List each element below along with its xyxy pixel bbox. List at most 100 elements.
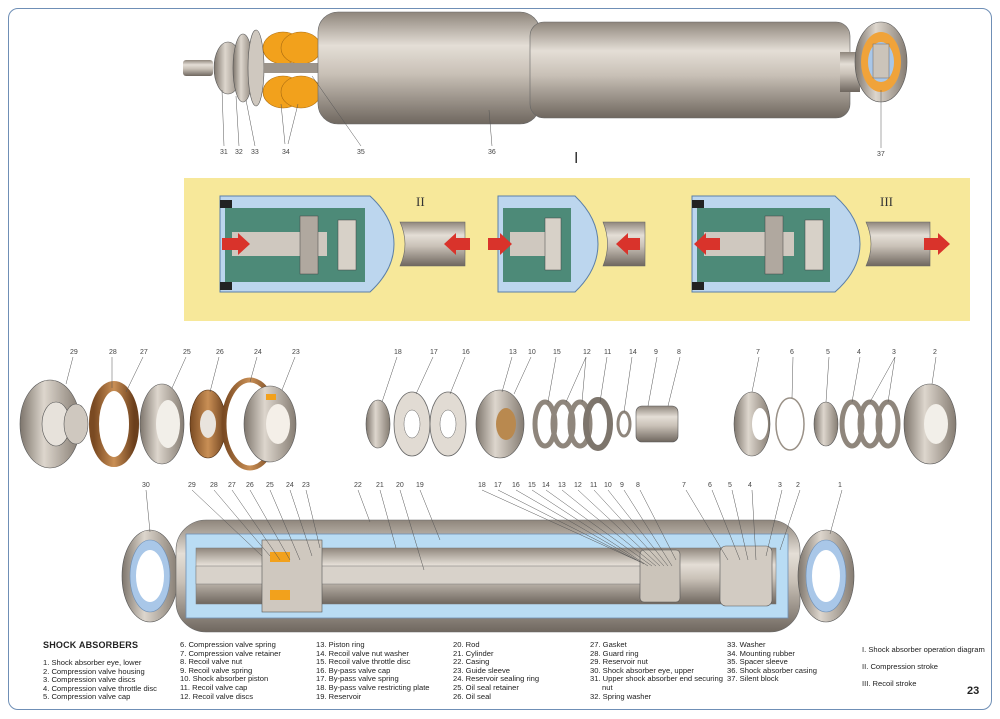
callout-25: 25 <box>183 349 191 356</box>
legend-item: 29. Reservoir nut <box>590 657 648 667</box>
legend-item: 37. Silent block <box>727 674 779 684</box>
callout-9: 9 <box>654 349 658 356</box>
callout-10: 10 <box>604 482 612 489</box>
legend-item: 5. Compression valve cap <box>43 692 131 702</box>
top-callouts: 31 32 33 34 35 36 37 <box>220 149 885 158</box>
legend-item: 2. Compression valve housing <box>43 666 145 676</box>
legend-item: 36. Shock absorber casing <box>727 665 817 675</box>
callout-32: 32 <box>235 149 243 156</box>
callout-15: 15 <box>553 349 561 356</box>
callout-7: 7 <box>756 349 760 356</box>
callout-33: 33 <box>251 149 259 156</box>
callout-36: 36 <box>488 149 496 156</box>
legend-item: nut <box>602 682 613 692</box>
callout-31: 31 <box>220 149 228 156</box>
callout-28: 28 <box>210 482 218 489</box>
legend-item: 30. Shock absorber eye, upper <box>590 665 694 675</box>
legend-item: 16. By-pass valve cap <box>316 665 391 675</box>
callout-24: 24 <box>286 482 294 489</box>
legend-item: 14. Recoil valve nut washer <box>316 648 409 658</box>
exploded-leader-lines <box>65 356 937 413</box>
callout-15: 15 <box>528 482 536 489</box>
callout-8: 8 <box>677 349 681 356</box>
callout-20: 20 <box>396 482 404 489</box>
legend-item: 26. Oil seal <box>453 691 491 701</box>
callout-26: 26 <box>246 482 254 489</box>
callout-29: 29 <box>70 349 78 356</box>
label-recoil-stroke: III <box>880 194 893 209</box>
callout-34: 34 <box>282 149 290 156</box>
callout-26: 26 <box>216 349 224 356</box>
callout-9: 9 <box>620 482 624 489</box>
legend-column-5: 27. Gasket 28. Guard ring 29. Reservoir … <box>590 640 723 701</box>
callout-10: 10 <box>528 349 536 356</box>
callout-23: 23 <box>302 482 310 489</box>
callout-17: 17 <box>430 349 438 356</box>
legend-item: 12. Recoil valve discs <box>180 691 254 701</box>
legend-item: 13. Piston ring <box>316 640 365 649</box>
neutral-stroke-diagram <box>488 195 646 293</box>
label-operation-diagram: I <box>574 150 579 167</box>
callout-16: 16 <box>512 482 520 489</box>
legend-item: 32. Spring washer <box>590 691 652 701</box>
legend-item: 27. Gasket <box>590 640 627 649</box>
page-number: 23 <box>967 685 980 697</box>
callout-6: 6 <box>790 349 794 356</box>
legend-item: 20. Rod <box>453 640 480 649</box>
legend-item: 25. Oil seal retainer <box>453 682 519 692</box>
top-leader-lines <box>221 75 882 148</box>
legend-item: 9. Recoil valve spring <box>180 665 253 675</box>
callout-4: 4 <box>857 349 861 356</box>
callout-13: 13 <box>509 349 517 356</box>
callout-30: 30 <box>142 482 150 489</box>
callout-12: 12 <box>574 482 582 489</box>
callout-12: 12 <box>583 349 591 356</box>
legend-column-4: 20. Rod 21. Cylinder 22. Casing 23. Guid… <box>453 640 540 701</box>
legend-column-6: 33. Washer 34. Mounting rubber 35. Space… <box>727 640 817 684</box>
callout-27: 27 <box>228 482 236 489</box>
legend-item: 24. Reservoir sealing ring <box>453 674 540 684</box>
callout-22: 22 <box>354 482 362 489</box>
legend-column-1: 1. Shock absorber eye, lower 2. Compress… <box>43 658 157 702</box>
bottom-leader-lines <box>145 489 843 571</box>
exploded-callouts-left: 29 28 27 25 26 24 23 <box>70 349 300 356</box>
callout-18: 18 <box>478 482 486 489</box>
legend-item: 15. Recoil valve throttle disc <box>316 657 411 667</box>
callout-11: 11 <box>604 349 611 356</box>
legend-item: 19. Reservoir <box>316 691 362 701</box>
legend-item: 28. Guard ring <box>590 648 639 658</box>
legend-item: II. Compression stroke <box>862 662 938 671</box>
legend-item: III. Recoil stroke <box>862 679 917 688</box>
callout-18: 18 <box>394 349 402 356</box>
legend-item: 8. Recoil valve nut <box>180 657 243 667</box>
exploded-parts-right <box>733 383 957 465</box>
legend-item: 4. Compression valve throttle disc <box>43 683 157 693</box>
callout-2: 2 <box>933 349 937 356</box>
legend-item: 1. Shock absorber eye, lower <box>43 658 142 667</box>
exploded-parts-middle <box>365 389 679 459</box>
recoil-stroke-diagram <box>691 195 950 293</box>
assembled-shock-absorber <box>183 11 908 125</box>
callout-1: 1 <box>838 482 842 489</box>
legend-item: 23. Guide sleeve <box>453 665 510 675</box>
callout-16: 16 <box>462 349 470 356</box>
legend-column-2: 6. Compression valve spring 7. Compressi… <box>180 640 281 701</box>
legend-item: 3. Compression valve discs <box>43 675 136 685</box>
legend-item: 33. Washer <box>727 640 766 649</box>
callout-24: 24 <box>254 349 262 356</box>
legend-item: 7. Compression valve retainer <box>180 648 281 658</box>
legend-item: 17. By-pass valve spring <box>316 674 399 684</box>
legend-item: 21. Cylinder <box>453 648 494 658</box>
callout-4: 4 <box>748 482 752 489</box>
compression-stroke-diagram <box>219 195 470 293</box>
callout-5: 5 <box>826 349 830 356</box>
callout-29: 29 <box>188 482 196 489</box>
callout-14: 14 <box>542 482 550 489</box>
callout-37: 37 <box>877 151 885 158</box>
callout-14: 14 <box>629 349 637 356</box>
callout-17: 17 <box>494 482 502 489</box>
legend-column-7: I. Shock absorber operation diagram II. … <box>862 641 985 692</box>
legend-column-3: 13. Piston ring 14. Recoil valve nut was… <box>316 640 430 701</box>
bottom-callouts-right: 18 17 16 15 14 13 12 11 10 9 8 7 6 5 4 3… <box>478 482 842 489</box>
